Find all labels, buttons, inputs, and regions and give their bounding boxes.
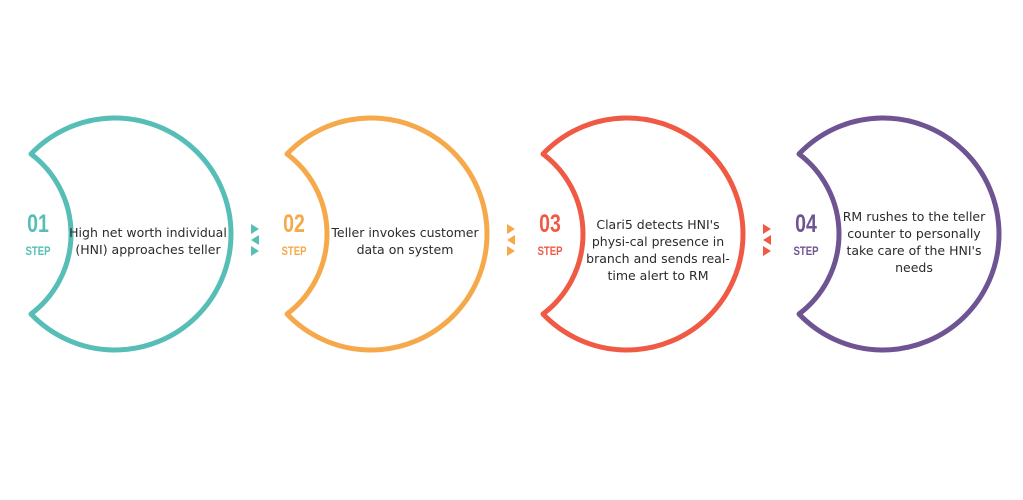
step-2-ring	[284, 115, 490, 353]
arrow-1-chevron-bot	[251, 246, 259, 256]
step-4-number: 04	[795, 210, 817, 238]
step-1-text: High net worth individual (HNI) approach…	[69, 225, 227, 257]
step-4-text: RM rushes to the teller counter to perso…	[842, 209, 986, 275]
step-2-label: STEP	[281, 244, 307, 258]
arrow-3-chevron-bot	[763, 246, 771, 256]
arrow-3-chevron-mid	[763, 235, 771, 245]
arrow-3-chevron-top	[763, 224, 771, 234]
step-3-number: 03	[539, 210, 561, 238]
arrow-2-chevron-top	[507, 224, 515, 234]
step-2-number: 02	[283, 210, 305, 238]
arrow-1-chevron-top	[251, 224, 259, 234]
step-3-label: STEP	[537, 244, 563, 258]
step-1-number: 01	[27, 210, 49, 238]
arrow-1-icon	[251, 224, 259, 256]
step-4-ring	[796, 115, 1002, 353]
step-1-ring	[28, 115, 234, 353]
arrow-2-icon	[507, 224, 515, 256]
arrow-2-chevron-bot	[507, 246, 515, 256]
step-1-label: STEP	[25, 244, 51, 258]
arrow-1-chevron-mid	[251, 235, 259, 245]
step-2-text: Teller invokes customer data on system	[331, 225, 479, 257]
step-4-label: STEP	[793, 244, 819, 258]
arrow-3-icon	[763, 224, 771, 256]
step-3-ring	[540, 115, 746, 353]
arrow-2-chevron-mid	[507, 235, 515, 245]
step-3-text: Clari5 detects HNI's physi-cal presence …	[586, 217, 730, 283]
